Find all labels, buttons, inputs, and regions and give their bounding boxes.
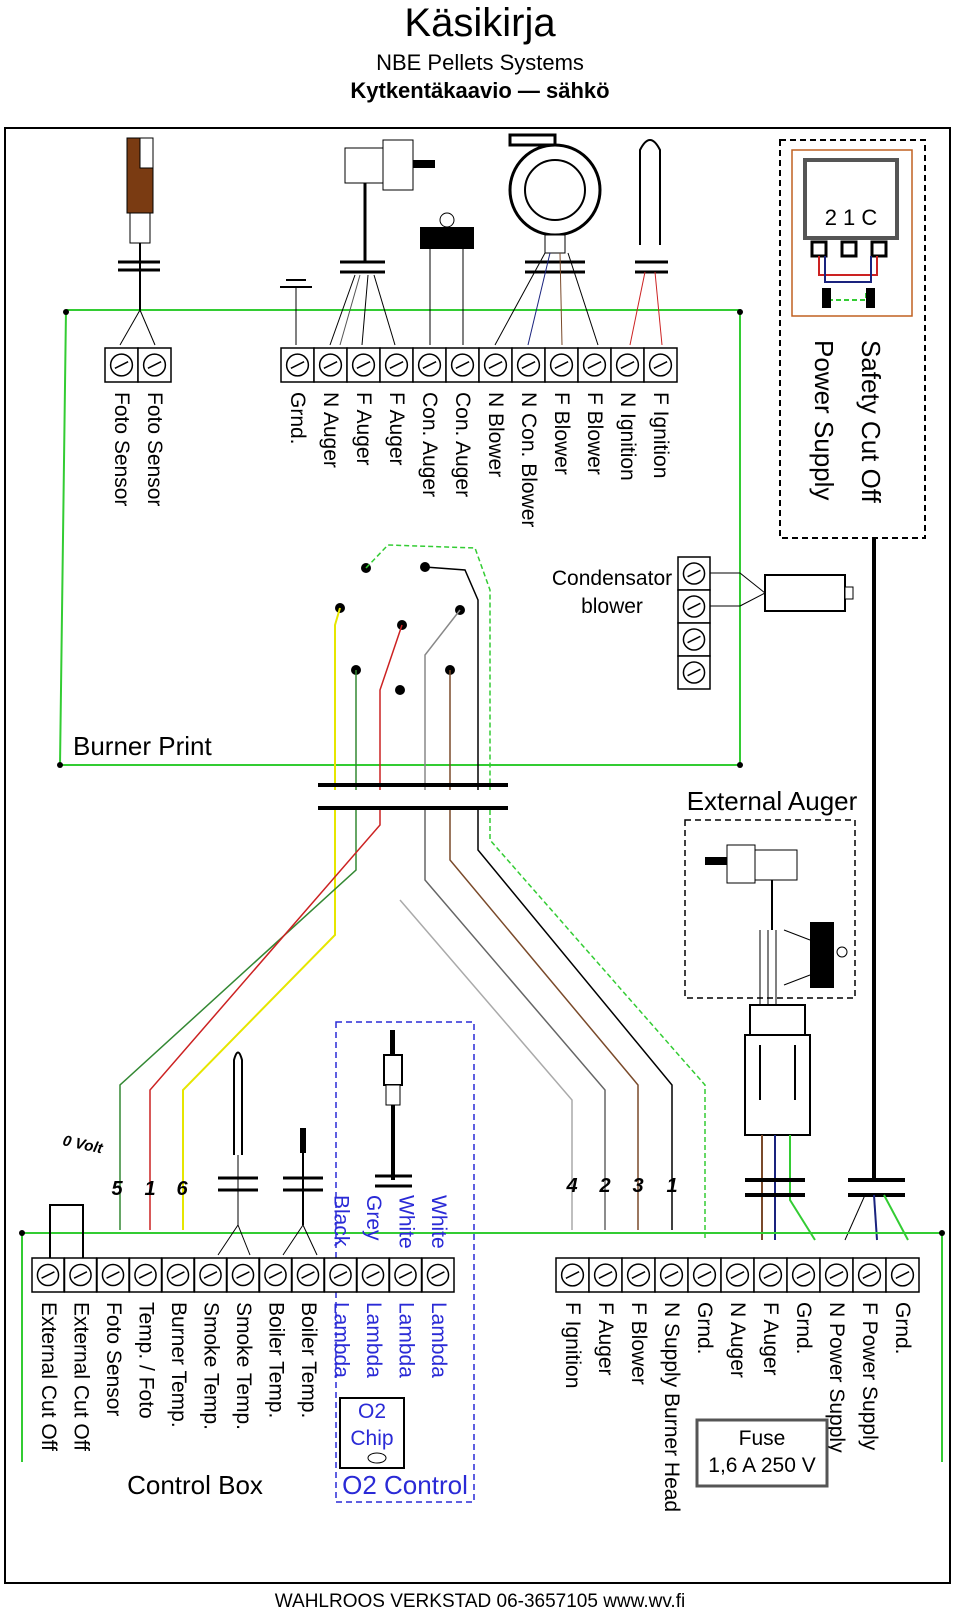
- smoke-temp-sensor-icon: [217, 1051, 258, 1256]
- wire-number: 5: [111, 1178, 123, 1200]
- control-box-terminal-label: F Ignition: [561, 1302, 584, 1388]
- control-box-terminal-label: Smoke Temp.: [200, 1302, 223, 1430]
- boiler-temp-sensor-icon: [282, 1128, 323, 1256]
- con-auger-capacitor-icon: [420, 212, 474, 345]
- burner-terminal-label: N Blower: [484, 392, 507, 477]
- burner-print-label: Burner Print: [73, 731, 212, 761]
- control-box-terminal-strip: [31, 1257, 920, 1293]
- wire-number: 1: [666, 1175, 677, 1197]
- control-box-terminal-label: N Supply Burner Head: [660, 1302, 683, 1512]
- foto-sensor-icon: [118, 137, 160, 346]
- control-box-terminal-label: Grnd.: [891, 1302, 914, 1355]
- control-box-terminal-label: Smoke Temp.: [232, 1302, 255, 1430]
- burner-print-connectors: [334, 544, 491, 790]
- control-box-terminal-label: F Power Supply: [858, 1302, 881, 1451]
- wire-number: 1: [144, 1178, 155, 1200]
- blower-icon: [494, 133, 602, 346]
- burner-terminal-label: Con. Auger: [418, 392, 441, 497]
- fuse-rating: 1,6 A 250 V: [708, 1454, 815, 1477]
- burner-terminal-label: N Auger: [319, 392, 342, 468]
- control-box-terminal-label: Foto Sensor: [102, 1302, 125, 1416]
- page-subtitle-bold: Kytkentäkaavio — sähkö: [350, 78, 610, 103]
- footer-text: WAHLROOS VERKSTAD 06-3657105 www.wv.fi: [274, 1591, 686, 1612]
- wire-number: 4: [565, 1175, 577, 1197]
- auger-motor-icon: [329, 139, 435, 346]
- lambda-terminal-label: Lambda: [395, 1302, 418, 1378]
- fuse: Fuse 1,6 A 250 V: [695, 1418, 829, 1488]
- control-box-terminal-label: F Blower: [627, 1302, 650, 1385]
- control-box-terminal-label: Grnd.: [693, 1302, 716, 1355]
- page-title: Käsikirja: [404, 1, 556, 45]
- burner-terminal-labels: Foto Sensor Foto Sensor Grnd. N Auger F Auge…: [110, 392, 672, 527]
- lambda-wire-color: White: [395, 1195, 418, 1249]
- lambda-terminal-label: Lambda: [362, 1302, 385, 1378]
- page-subtitle: NBE Pellets Systems: [376, 50, 584, 75]
- safety-cut-off: 2 1 C Power Supply Safety Cut Off: [779, 139, 926, 539]
- burner-terminal-label: F Auger: [352, 392, 375, 466]
- control-box-terminal-label: Burner Temp.: [167, 1302, 190, 1428]
- control-box-terminal-label: External Cut Off: [70, 1302, 93, 1451]
- control-box-terminal-label: Grnd.: [792, 1302, 815, 1355]
- external-auger-label: External Auger: [687, 786, 858, 816]
- wire-number: 2: [598, 1175, 610, 1197]
- burner-terminal-label: F Blower: [550, 392, 573, 475]
- fuse-label: Fuse: [739, 1427, 786, 1450]
- control-box-terminal-label: External Cut Off: [37, 1302, 60, 1451]
- condensator-label: Condensator: [552, 567, 672, 590]
- control-box-terminal-label: Boiler Temp.: [297, 1302, 320, 1418]
- chip-label: Chip: [350, 1427, 393, 1450]
- lambda-wire-color: White: [427, 1195, 450, 1249]
- control-box-terminal-labels: External Cut Off External Cut Off Foto Sen…: [37, 1195, 914, 1512]
- o2-control-label: O2 Control: [342, 1470, 468, 1500]
- power-supply-label: Power Supply: [809, 340, 839, 500]
- burner-terminal-label: F Auger: [385, 392, 408, 466]
- safety-cut-off-label: Safety Cut Off: [856, 340, 886, 504]
- ground-bus: [21, 1232, 943, 1462]
- burner-terminal-label: F Ignition: [649, 392, 672, 478]
- burner-terminal-label: Foto Sensor: [143, 392, 166, 506]
- wire-number: 6: [176, 1178, 188, 1200]
- lambda-wire-color: Grey: [362, 1195, 385, 1241]
- o2-chip-label: O2: [358, 1400, 386, 1423]
- relay-numbers: 2 1 C: [825, 205, 878, 230]
- burner-terminal-strip: [104, 347, 678, 383]
- control-box-terminal-label: N Auger: [726, 1302, 749, 1378]
- control-box-terminal-label: N Power Supply: [825, 1302, 848, 1453]
- lambda-terminal-label: Lambda: [330, 1302, 353, 1378]
- burner-terminal-label: Con. Auger: [451, 392, 474, 497]
- control-box-terminal-label: F Auger: [594, 1302, 617, 1376]
- lambda-wire-color: Black: [330, 1195, 353, 1247]
- wire-number: 3: [632, 1175, 643, 1197]
- burner-terminal-label: N Con. Blower: [517, 392, 540, 527]
- zero-volt-label: 0 Volt: [61, 1132, 105, 1157]
- zero-volt-jumper: 0 Volt: [49, 1132, 105, 1260]
- condensator-blower-label: blower: [581, 595, 643, 618]
- burner-terminal-label: Foto Sensor: [110, 392, 133, 506]
- condensator-blower: Condensator blower: [552, 556, 854, 690]
- control-box-terminal-label: Boiler Temp.: [265, 1302, 288, 1418]
- burner-terminal-label: N Ignition: [616, 392, 639, 481]
- burner-terminal-label: Grnd.: [286, 392, 309, 445]
- ignition-element-icon: [629, 139, 668, 346]
- burner-terminal-label: F Blower: [583, 392, 606, 475]
- diagram-border: [4, 127, 951, 1584]
- cable-wires: [119, 810, 706, 1240]
- control-box-terminal-label: Temp. / Foto: [135, 1302, 158, 1419]
- control-box-terminal-label: F Auger: [759, 1302, 782, 1376]
- control-box-label: Control Box: [127, 1470, 263, 1500]
- power-supply-cable: [844, 1178, 909, 1241]
- ground-icon: [280, 279, 312, 345]
- external-auger: External Auger: [684, 786, 858, 1241]
- lambda-terminal-label: Lambda: [427, 1302, 450, 1378]
